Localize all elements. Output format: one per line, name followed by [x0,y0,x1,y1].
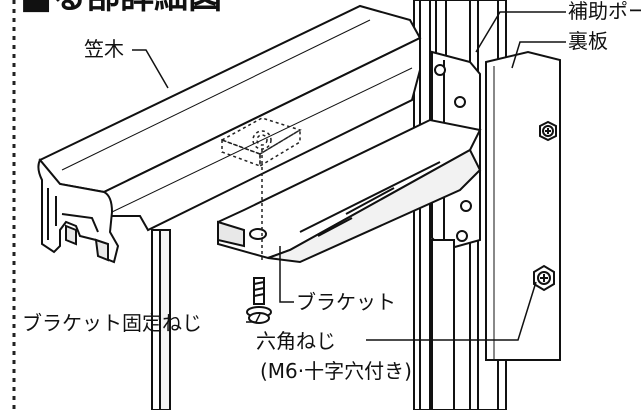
label-back-plate: 裏板 [568,29,608,53]
bracket-screw-1-icon [434,64,446,76]
hidden-square-nut [220,117,302,262]
bracket-screw-2-icon [454,96,466,108]
lower-posts [151,229,455,410]
top-rail-kasagi [37,4,422,264]
heading-text: ■る部詳細図 [20,0,222,17]
label-auxiliary-pole: 補助ポール [568,0,641,23]
hex-screw-upper-icon [539,120,557,142]
hex-screw-lower-icon [533,264,555,292]
label-hex-screw: 六角ねじ [256,329,336,353]
leader-lines [132,11,566,341]
label-bracket-fixing-screw: ブラケット固定ねじ [22,311,202,335]
label-kasagi: 笠木 [84,37,124,61]
back-plate [485,50,561,361]
bracket [217,50,482,264]
bracket-screw-4-icon [456,230,468,242]
label-hex-screw-note: (M6·十字穴付き) [260,359,412,383]
label-bracket: ブラケット [296,290,396,314]
bracket-screw-3-icon [460,200,472,212]
bracket-fixing-screw-icon [246,277,272,324]
